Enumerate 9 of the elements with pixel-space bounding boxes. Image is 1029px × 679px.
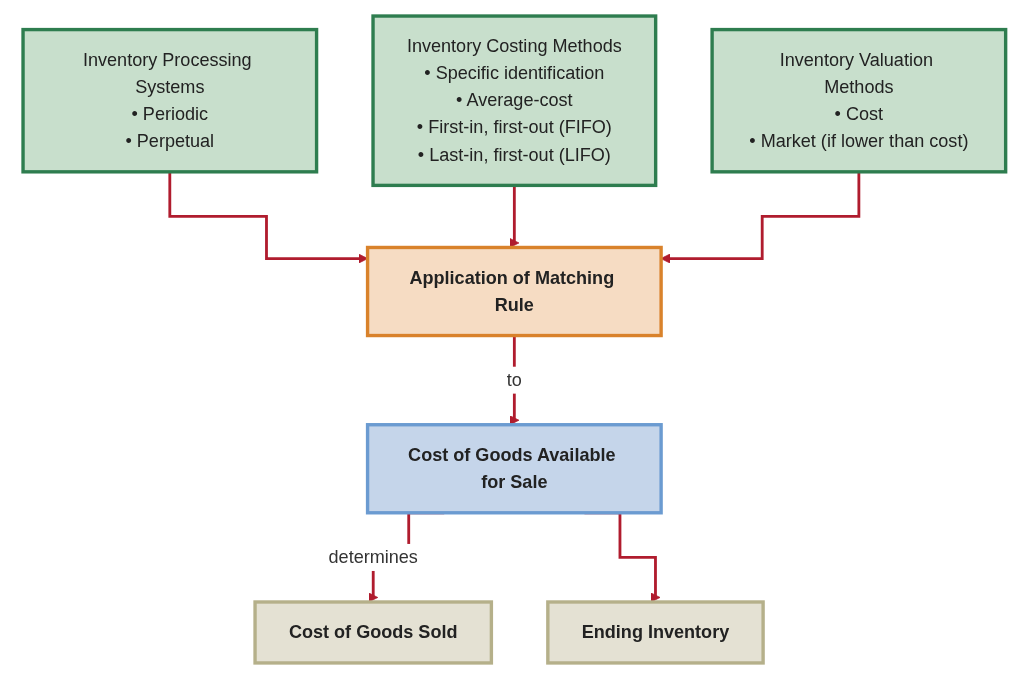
node-box: Cost of Goods Sold [253,600,494,665]
node-box: Application of Matching Rule [366,245,663,338]
edge-label: determines [328,547,419,567]
node-box: Inventory Costing Methods • Specific identification • Average-cost • First-in, first-out (FIFO) • Last-in, first-out (LIFO) [371,14,658,188]
node-box: Ending Inventory [546,600,765,665]
edge-label: to [506,369,523,390]
node-box: Inventory Processing Systems • Periodic • Perpetual [21,27,319,174]
node-box: Inventory Valuation Methods • Cost • Market (if lower than cost) [710,27,1008,174]
node-box: Cost of Goods Available for Sale [366,423,663,515]
